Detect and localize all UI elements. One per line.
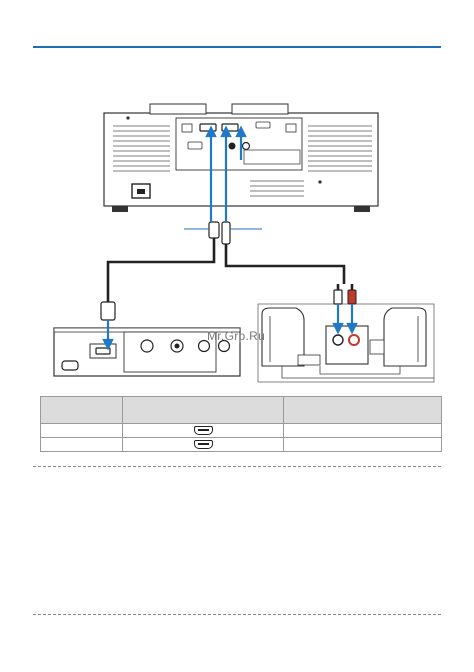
connection-table — [40, 396, 442, 452]
table-cell — [122, 423, 284, 438]
video-source-device — [53, 327, 241, 377]
table-header-row — [40, 396, 442, 424]
hdmi-plug-icon — [208, 221, 220, 239]
left-speaker-icon — [261, 307, 305, 367]
lan-port-icon — [181, 123, 193, 133]
audio-out-jack-icon — [228, 142, 236, 150]
dashed-separator-bottom — [33, 614, 441, 615]
section-top-rule — [33, 46, 441, 48]
table-cell — [40, 423, 123, 438]
source-power-inlet-icon — [61, 360, 79, 371]
signal-arrows-to-projector — [205, 125, 247, 222]
table-header-cell — [122, 396, 284, 424]
source-hdmi-out-icon — [95, 347, 111, 355]
amp-audio-r-jack-icon — [348, 334, 360, 346]
usb-port-icon — [285, 123, 297, 133]
rca-plug-white-icon — [333, 289, 343, 305]
table-row — [40, 423, 442, 438]
hdmi1-port-icon — [199, 123, 217, 132]
source-hdmi-plug-icon — [100, 301, 116, 321]
amp-audio-l-jack-icon — [332, 334, 344, 346]
serial-port-icon — [255, 121, 271, 129]
hdmi-port-icon — [193, 425, 213, 435]
audio-l-jack-icon — [197, 339, 211, 353]
table-row — [40, 437, 442, 452]
audio-mini-plug-icon — [221, 221, 231, 245]
signal-arrows-to-amplifier — [332, 304, 358, 335]
audio-r-jack-icon — [217, 339, 231, 353]
hdmi-port-icon — [193, 439, 213, 449]
audio-cable — [224, 244, 354, 302]
hdmi-cable — [106, 238, 216, 302]
speaker-system — [257, 303, 435, 383]
watermark-text: Mr.Grp.Ru — [207, 329, 266, 343]
table-cell — [122, 437, 284, 452]
projector-right-vent — [250, 125, 372, 197]
table-cell — [40, 437, 123, 452]
signal-arrow-from-source — [102, 320, 114, 351]
table-header-cell — [283, 396, 442, 424]
amplifier-unit — [325, 325, 369, 365]
vga-port-icon — [187, 141, 203, 150]
table-cell — [283, 437, 442, 452]
rca-plug-red-icon — [347, 289, 357, 305]
dashed-separator-top — [33, 466, 441, 467]
s-video-jack-icon — [140, 339, 154, 353]
table-cell — [283, 423, 442, 438]
audio-in-jack-icon — [241, 141, 251, 151]
table-header-cell — [40, 396, 123, 424]
projector-left-vent — [113, 125, 170, 172]
right-speaker-icon — [383, 307, 427, 367]
